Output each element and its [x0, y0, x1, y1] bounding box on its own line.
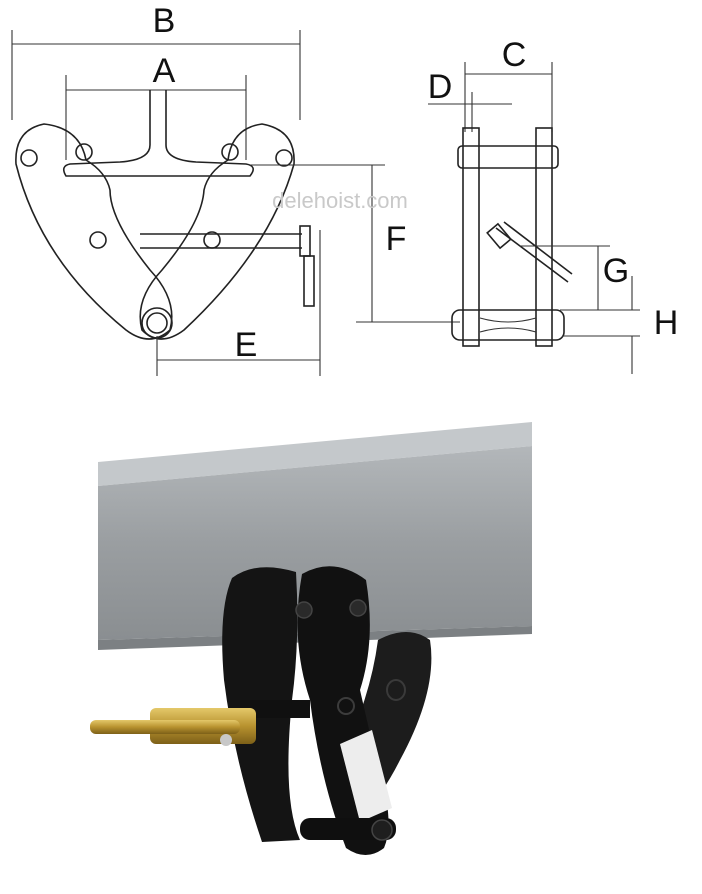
- dimension-label-a: A: [153, 52, 176, 90]
- hole-left-mid: [89, 231, 107, 249]
- dimension-label-b: B: [153, 2, 176, 40]
- beam-top-flange: [98, 422, 532, 486]
- beam-section-outline: [62, 90, 254, 177]
- spindle-bar: [140, 233, 302, 249]
- bottom-shackle: [300, 818, 396, 840]
- hole-right-inner: [221, 143, 239, 161]
- product-label: [340, 730, 392, 822]
- left-jaw-plate: [15, 123, 173, 340]
- hole-left-inner: [75, 143, 93, 161]
- bottom-pin: [451, 309, 565, 341]
- dimension-label-g: G: [603, 252, 629, 290]
- front-view-drawing: B A E F: [11, 2, 460, 376]
- dimension-label-e: E: [235, 326, 258, 364]
- dimension-label-c: C: [502, 36, 527, 74]
- watermark-text: delehoist.com: [272, 188, 408, 213]
- hole-left-outer: [20, 149, 38, 167]
- right-jaw-plate: [139, 123, 295, 340]
- dimension-label-h: H: [654, 304, 679, 342]
- dimension-label-d: D: [428, 68, 453, 106]
- spindle-handle: [303, 255, 315, 307]
- dimension-label-f: F: [386, 220, 407, 258]
- top-pin: [457, 145, 559, 169]
- hole-right-outer: [275, 149, 293, 167]
- side-view-drawing: C D G H: [428, 36, 679, 374]
- product-photo: [90, 422, 532, 855]
- steel-beam: [98, 446, 532, 640]
- side-plate-left: [462, 127, 480, 347]
- brass-screw: [90, 720, 240, 734]
- side-spindle: [495, 227, 569, 283]
- shackle-ring-inner: [146, 312, 168, 334]
- side-plate-right: [535, 127, 553, 347]
